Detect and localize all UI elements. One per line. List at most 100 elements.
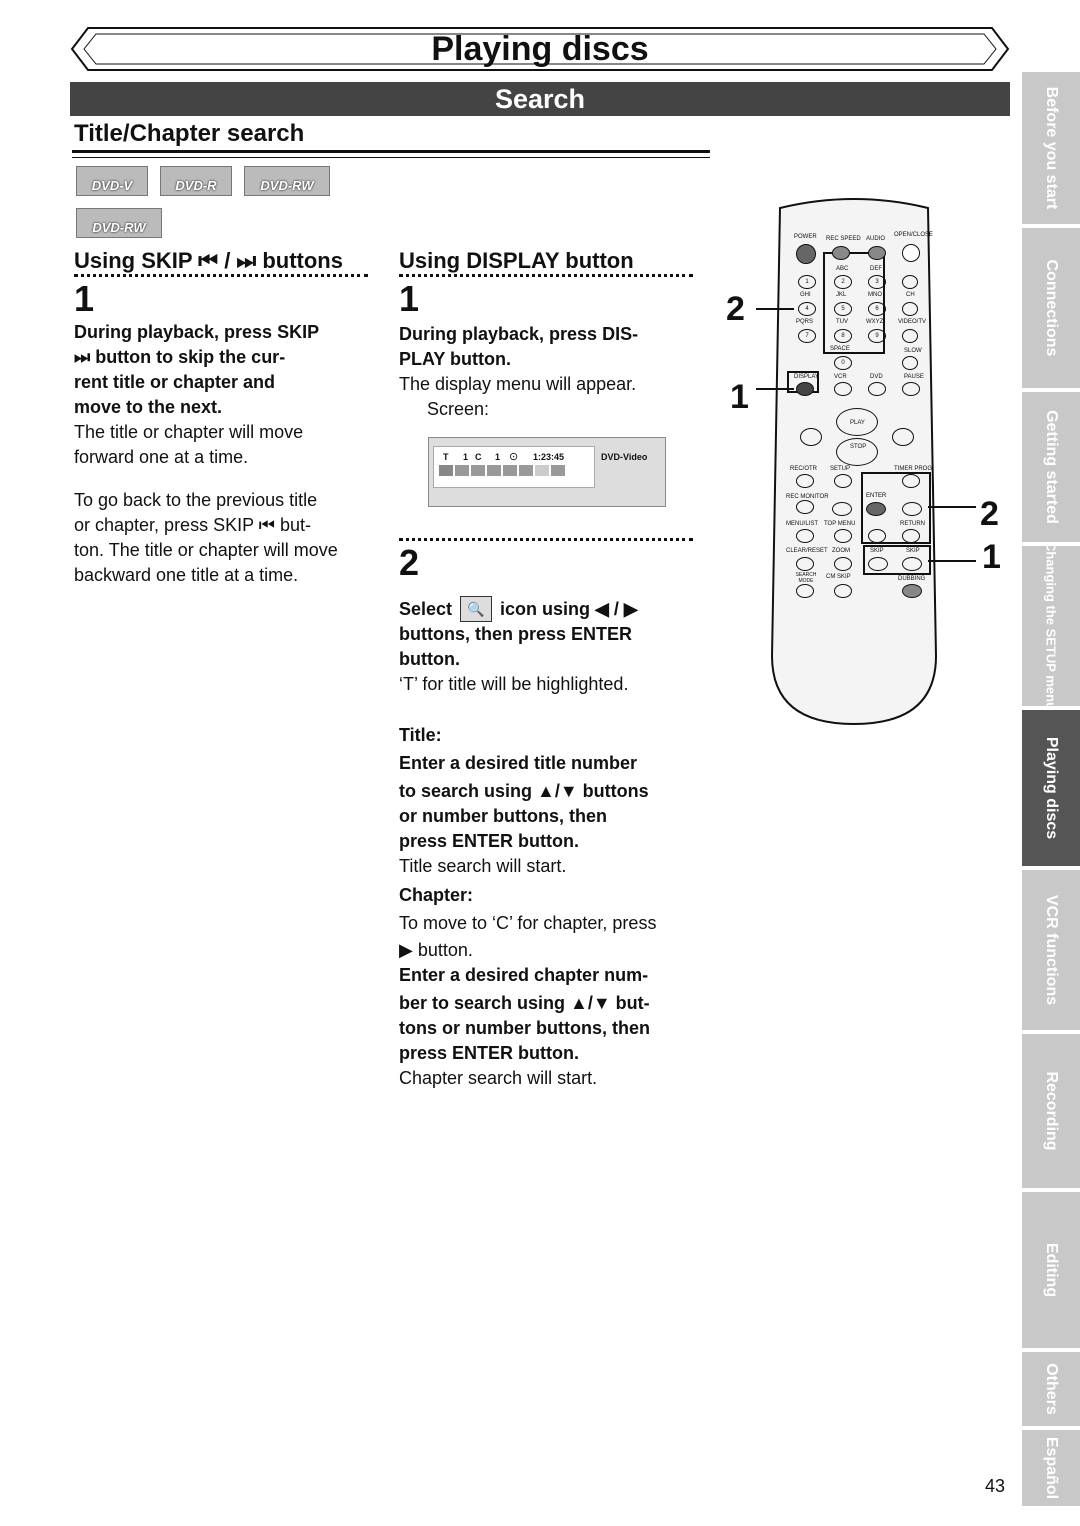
number-2-button[interactable]: 2: [834, 275, 852, 289]
stop-label: STOP: [850, 444, 867, 450]
on-screen-display: T 1 C 1 ⊙ 1:23:45 DVD-Video: [428, 437, 666, 507]
number-4-button[interactable]: 4: [798, 302, 816, 316]
audio-button[interactable]: [868, 246, 886, 260]
instruction-line: or number buttons, then: [399, 806, 607, 826]
vcr-button[interactable]: [834, 382, 852, 396]
display-step1-instructions: During playback, press DIS- PLAY button.…: [399, 322, 699, 422]
chapter-line: ▶ button.: [399, 940, 473, 960]
instruction-line: move to the next.: [74, 397, 223, 417]
side-tab-espanol[interactable]: Español: [1022, 1430, 1080, 1506]
number-7-button[interactable]: 7: [798, 329, 816, 343]
down-arrow-button[interactable]: [868, 529, 886, 543]
dubbing-button[interactable]: [902, 584, 922, 598]
display-step2-instructions: Select 🔍 icon using ◀ / ▶ buttons, then …: [399, 596, 699, 1091]
page-title: Playing discs: [431, 30, 649, 68]
search-mode-button[interactable]: [796, 584, 814, 598]
number-8-button[interactable]: 8: [834, 329, 852, 343]
cm-skip-label: CM SKIP: [826, 574, 851, 580]
dvd-button[interactable]: [868, 382, 886, 396]
play-label: PLAY: [850, 420, 865, 426]
skip-heading-dots: [74, 274, 368, 277]
slow-button[interactable]: [902, 356, 918, 370]
back-line: or chapter, press SKIP ⏮ but-: [74, 515, 311, 535]
display-heading-dots: [399, 274, 693, 277]
menu-list-button[interactable]: [796, 529, 814, 543]
dvd-label: DVD: [870, 374, 883, 380]
zoom-button[interactable]: [834, 557, 852, 571]
number-1-button[interactable]: 1: [798, 275, 816, 289]
instruction-line: ⏭ button to skip the cur-: [74, 347, 286, 367]
right-arrow-button[interactable]: [902, 502, 922, 516]
abc-label: ABC: [836, 266, 849, 272]
ch-down-button[interactable]: [902, 302, 918, 316]
skip-forward-button[interactable]: [902, 557, 922, 571]
left-arrow-button[interactable]: [832, 502, 852, 516]
return-label: RETURN: [900, 521, 925, 527]
side-tab-playing-discs[interactable]: Playing discs: [1022, 710, 1080, 866]
power-button[interactable]: [796, 244, 816, 264]
number-9-button[interactable]: 9: [868, 329, 886, 343]
time-display: 1:23:45: [533, 452, 565, 462]
top-menu-button[interactable]: [834, 529, 852, 543]
select-line: Select 🔍 icon using ◀ / ▶: [399, 596, 699, 622]
pause-button[interactable]: [902, 382, 920, 396]
search-icon: 🔍: [460, 596, 493, 622]
dubbing-label: DUBBING: [898, 576, 926, 582]
timer-prog-button[interactable]: [902, 474, 920, 488]
video-tv-label: VIDEO/TV: [898, 319, 927, 325]
stop-button[interactable]: [836, 438, 878, 466]
video-tv-button[interactable]: [902, 329, 918, 343]
display-step1-number: 1: [399, 278, 420, 319]
display-step2-number: 2: [399, 542, 420, 583]
chapter-line: To move to ‘C’ for chapter, press: [399, 913, 657, 933]
chapter-indicator: C: [475, 452, 482, 462]
open-close-button[interactable]: [902, 244, 920, 262]
clear-reset-button[interactable]: [796, 557, 814, 571]
number-0-button[interactable]: 0: [834, 356, 852, 370]
setup-button[interactable]: [834, 474, 852, 488]
rec-monitor-button[interactable]: [796, 500, 814, 514]
result-line: The title or chapter will move: [74, 422, 304, 442]
skip-back-label: SKIP: [870, 548, 884, 554]
play-button[interactable]: [836, 408, 878, 436]
rec-otr-button[interactable]: [796, 474, 814, 488]
callout-line: [756, 308, 794, 310]
side-tab-recording[interactable]: Recording: [1022, 1034, 1080, 1188]
ch-up-button[interactable]: [902, 275, 918, 289]
search-icon: [439, 465, 453, 476]
jkl-label: JKL: [836, 292, 847, 298]
wxyz-label: WXYZ: [866, 319, 884, 325]
instruction-line: tons or number buttons, then: [399, 1018, 650, 1038]
dvd-r-logo: DVD-R: [160, 166, 232, 196]
side-tab-getting-started[interactable]: Getting started: [1022, 392, 1080, 542]
rec-monitor-label: REC MONITOR: [786, 494, 829, 500]
number-5-button[interactable]: 5: [834, 302, 852, 316]
side-tab-label: Changing the SETUP menu: [1043, 541, 1059, 711]
enter-button[interactable]: [866, 502, 886, 516]
skip-forward-label: SKIP: [906, 548, 920, 554]
fast-forward-button[interactable]: [892, 428, 914, 446]
side-tab-before-you-start[interactable]: Before you start: [1022, 72, 1080, 224]
instruction-line: press ENTER button.: [399, 1043, 580, 1063]
title-value: 1: [463, 452, 469, 462]
dvd-rw-vr-logo: DVD-RW: [76, 208, 162, 238]
cm-skip-button[interactable]: [834, 584, 852, 598]
side-tab-others[interactable]: Others: [1022, 1352, 1080, 1426]
side-tab-vcr-functions[interactable]: VCR functions: [1022, 870, 1080, 1030]
return-button[interactable]: [902, 529, 920, 543]
rewind-button[interactable]: [800, 428, 822, 446]
side-tab-editing[interactable]: Editing: [1022, 1192, 1080, 1348]
skip-heading: Using SKIP ⏮ / ⏭ buttons: [74, 248, 343, 273]
rec-speed-button[interactable]: [832, 246, 850, 260]
number-6-button[interactable]: 6: [868, 302, 886, 316]
audio-label: AUDIO: [866, 236, 886, 242]
display-button[interactable]: [796, 382, 814, 396]
side-tab-setup-menu[interactable]: Changing the SETUP menu: [1022, 542, 1080, 710]
zoom-label: ZOOM: [832, 548, 850, 554]
side-tab-connections[interactable]: Connections: [1022, 228, 1080, 388]
instruction-line: Enter a desired chapter num-: [399, 965, 649, 985]
audio-icon: [455, 465, 469, 476]
callout-line: [928, 560, 976, 562]
number-3-button[interactable]: 3: [868, 275, 886, 289]
skip-back-button[interactable]: [868, 557, 888, 571]
